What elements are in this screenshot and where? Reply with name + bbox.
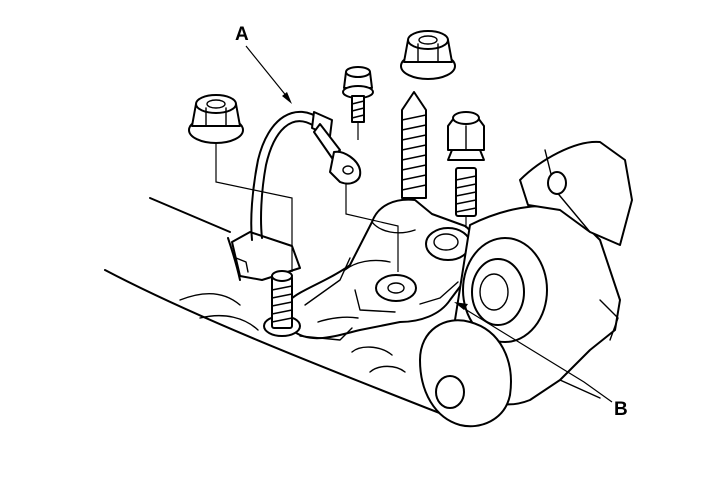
install-guide-lines (215, 122, 467, 272)
callout-b: B (454, 302, 628, 420)
callout-a: A (235, 24, 292, 104)
left-stud (271, 270, 293, 329)
right-flange-bolt (447, 111, 485, 217)
ground-bolt (342, 66, 374, 123)
top-flange-nut (400, 30, 456, 80)
left-flange-nut (188, 94, 244, 144)
ground-cable (250, 110, 362, 241)
center-stud (401, 91, 427, 199)
mount-bracket (263, 198, 477, 341)
callout-a-label: A (235, 24, 249, 45)
lower-boss (351, 319, 512, 428)
engine-body-outline (104, 197, 471, 426)
callout-b-label: B (614, 399, 628, 420)
